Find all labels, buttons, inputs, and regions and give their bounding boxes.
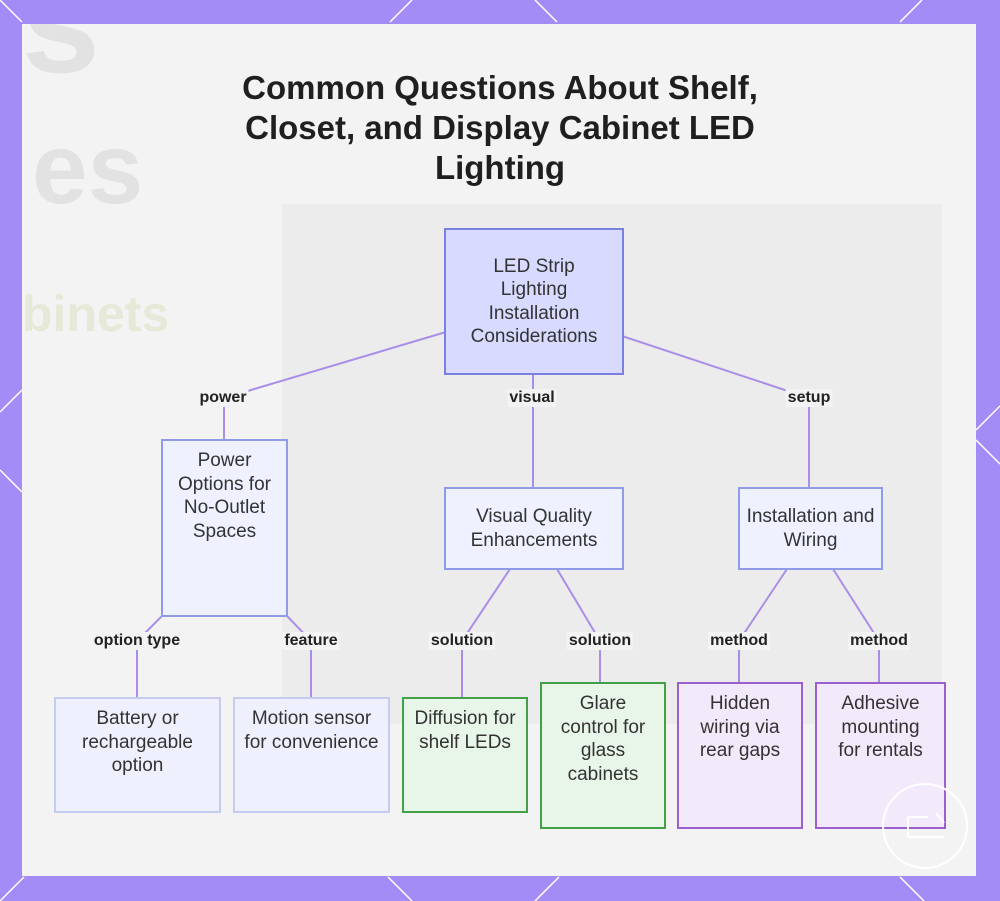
edge-label-setup: setup [785, 389, 833, 407]
node-battery-option: Battery or rechargeable option [54, 697, 221, 813]
edge-label-method: method [848, 632, 910, 650]
diagram-title: Common Questions About Shelf, Closet, an… [242, 69, 758, 186]
brand-logo [882, 783, 968, 869]
node-diffusion: Diffusion for shelf LEDs [402, 697, 528, 813]
edge-label-method: method [708, 632, 770, 650]
node-installation-wiring: Installation and Wiring [738, 487, 883, 570]
background-text: binets [22, 286, 170, 342]
edge-label-option-type: option type [91, 632, 183, 650]
edge-label-feature: feature [282, 632, 340, 650]
node-visual-quality: Visual Quality Enhancements [444, 487, 624, 570]
edge-label-power: power [197, 389, 249, 407]
logo-icon [907, 812, 945, 838]
node-power-options: Power Options for No-Outlet Spaces [161, 439, 288, 617]
node-hidden-wiring: Hidden wiring via rear gaps [677, 682, 803, 829]
edge-label-visual: visual [507, 389, 557, 407]
node-glare-control: Glare control for glass cabinets [540, 682, 666, 829]
edge-label-solution: solution [566, 632, 634, 650]
node-root: LED Strip Lighting Installation Consider… [444, 228, 624, 375]
background-text: es [32, 113, 144, 225]
node-motion-sensor: Motion sensor for convenience [233, 697, 390, 813]
edge-label-solution: solution [428, 632, 496, 650]
background-text: s [22, 24, 100, 94]
